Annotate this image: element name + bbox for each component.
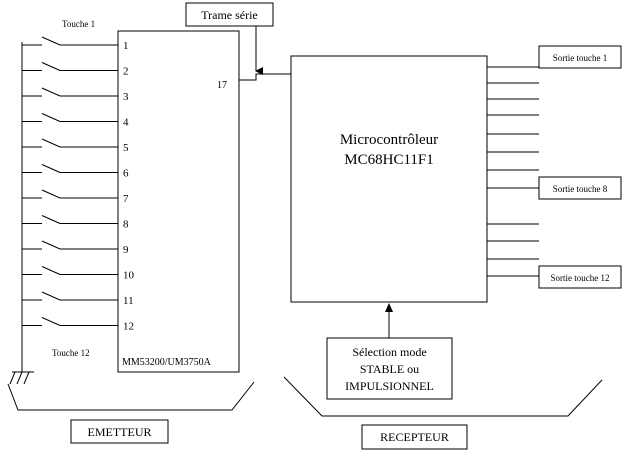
key-switch [22,317,118,326]
chip-pin-label: 6 [123,168,129,180]
chip-output-pin-label: 17 [217,80,227,91]
key-first-label: Touche 1 [62,19,95,29]
mode-select-box [326,337,453,400]
mode-label-line2: STABLE ou [360,362,419,376]
chip-pin-label: 3 [123,91,129,103]
mode-label-line3: IMPULSIONNEL [345,379,434,393]
key-switch [22,240,118,250]
key-switches [22,36,118,326]
mode-label-line1: Sélection mode [352,345,426,359]
output-box-8 [538,176,622,200]
mode-select-arrowhead [385,303,393,312]
key-switch [22,36,118,46]
chip-pin-label: 7 [123,193,129,205]
output-label-12: Sortie touche 12 [551,273,610,283]
chip-pin-label: 2 [123,66,129,78]
key-switch [22,164,118,173]
serial-frame-box [185,2,274,27]
receiver-section-label: RECEPTEUR [380,430,449,444]
mcu-label-line2: MC68HC11F1 [344,152,433,168]
chip-pin-label: 10 [123,270,135,282]
emitter-bracket [7,381,255,411]
encoder-chip-label: MM53200/UM3750A [122,357,212,368]
output-label-1: Sortie touche 1 [553,53,608,63]
key-switch [22,113,118,122]
key-switch [22,189,118,199]
encoder-chip [117,30,240,373]
output-label-8: Sortie touche 8 [553,184,608,194]
ground-icon [9,371,34,385]
output-box-12 [538,265,622,289]
chip-pin-label: 11 [123,295,134,307]
chip-pin-label: 1 [123,40,129,52]
chip-to-mcu-wire [239,73,291,81]
key-switch [22,138,118,148]
chip-pin-label: 8 [123,219,129,231]
key-switch [22,291,118,301]
chip-pin-label: 4 [123,117,129,129]
key-switch [22,266,118,275]
receiver-bracket [283,376,603,417]
mcu-output-lines [487,66,539,277]
mcu-label-line1: Microcontrôleur [340,132,438,148]
chip-pin-label: 5 [123,142,129,154]
mcu-block [290,55,488,303]
key-switch [22,87,118,97]
emitter-section-label: EMETTEUR [88,425,152,439]
receiver-label-box [361,424,468,450]
key-switch [22,215,118,224]
serial-frame-label: Trame série [201,8,258,22]
chip-pin-label: 12 [123,321,134,333]
key-switch [22,62,118,71]
key-last-label: Touche 12 [52,348,90,358]
emitter-label-box [70,419,169,444]
output-box-1 [538,45,622,69]
chip-pin-label: 9 [123,244,129,256]
